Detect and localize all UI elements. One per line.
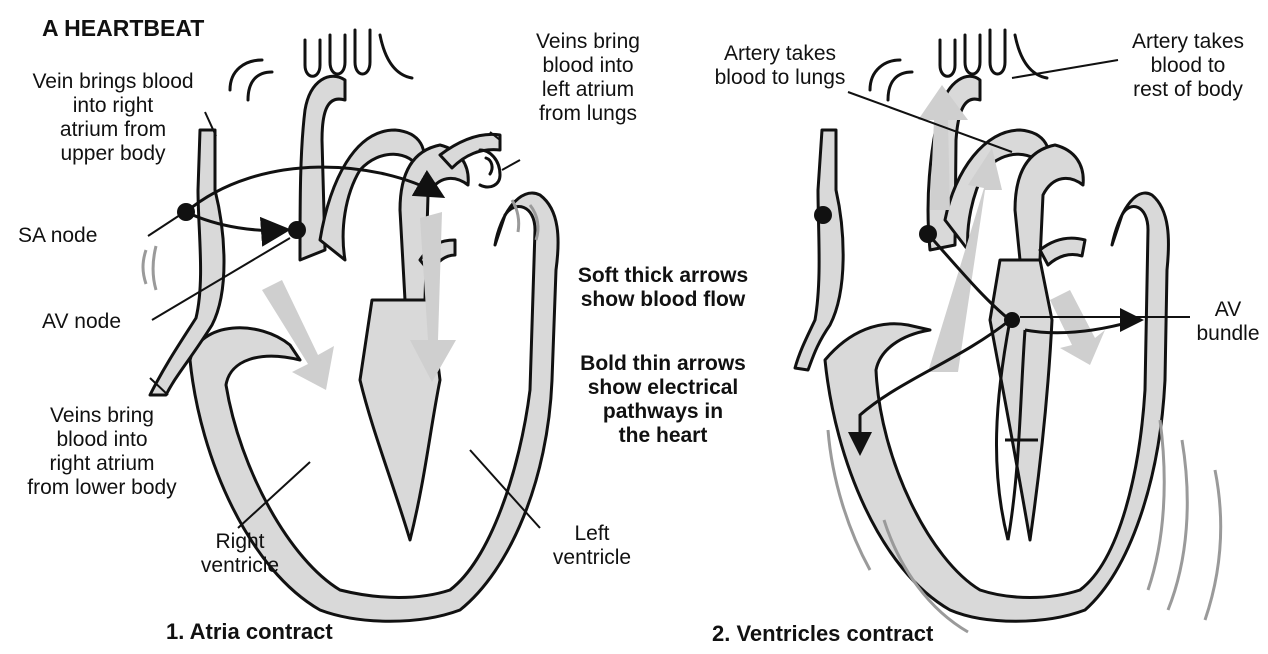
right-av-bundle-marker [1004,312,1020,328]
caption-atria-contract: 1. Atria contract [166,620,333,644]
label-left-ventricle: Left ventricle [532,522,652,570]
right-heart-right-atrium [795,130,843,370]
page-title: A HEARTBEAT [42,16,204,40]
left-av-node-marker [288,221,306,239]
label-veins-from-lungs: Veins bring blood into left atrium from … [508,30,668,126]
right-sa-node-marker [814,206,832,224]
caption-ventricles-contract: 2. Ventricles contract [712,622,933,646]
left-sa-node-marker [177,203,195,221]
label-av-node: AV node [42,310,121,334]
label-artery-to-body: Artery takes blood to rest of body [1108,30,1268,102]
label-right-ventricle: Right ventricle [180,530,300,578]
left-heart-blood-flow-arrows [262,212,456,390]
label-artery-to-lungs: Artery takes blood to lungs [690,42,870,90]
right-leader-lines [848,60,1118,152]
label-veins-lower-body: Veins bring blood into right atrium from… [4,404,200,500]
label-vein-upper-body: Vein brings blood into right atrium from… [8,70,218,166]
legend-bold-arrows: Bold thin arrows show electrical pathway… [548,352,778,448]
label-sa-node: SA node [18,224,97,248]
right-heart [795,76,1168,621]
right-av-node-marker [919,225,937,243]
legend-soft-arrows: Soft thick arrows show blood flow [548,264,778,312]
right-heart-pulm-vein [1040,238,1085,265]
label-av-bundle: AV bundle [1188,298,1268,346]
